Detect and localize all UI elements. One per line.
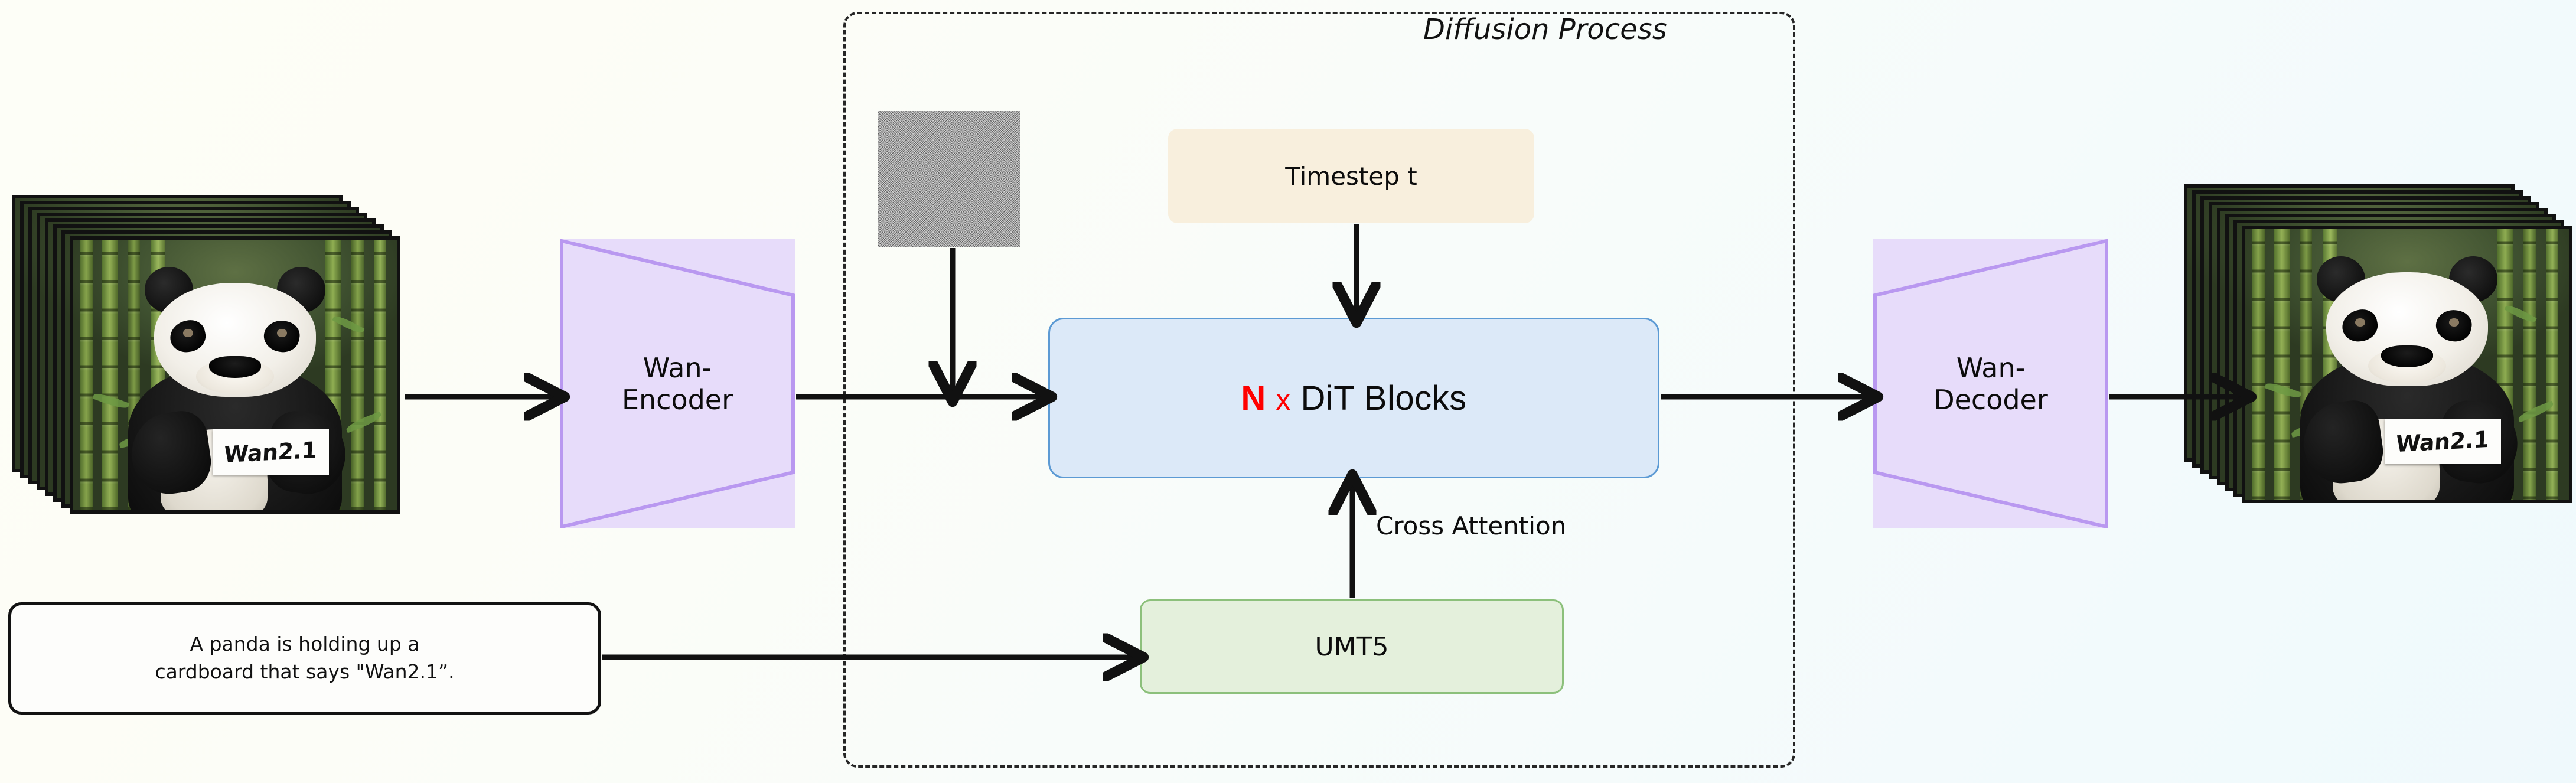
wan-encoder-node[interactable]: Wan- Encoder <box>560 239 795 528</box>
input-video-frames: Wan2.1 <box>12 195 402 526</box>
panda-photo: Wan2.1 <box>73 240 397 510</box>
panda-sign-output: Wan2.1 <box>2384 418 2501 465</box>
dit-blocks-label: N x DiT Blocks <box>1241 379 1466 418</box>
dit-x-symbol: x <box>1276 383 1291 416</box>
diffusion-process-title: Diffusion Process <box>1423 13 1667 46</box>
dit-n-multiplier: N <box>1241 379 1266 417</box>
timestep-label: Timestep t <box>1285 161 1417 191</box>
panda-photo-output: Wan2.1 <box>2245 229 2569 500</box>
gaussian-noise-icon <box>878 111 1020 247</box>
text-prompt-content: A panda is holding up a cardboard that s… <box>155 632 455 683</box>
encoder-label: Wan- Encoder <box>621 351 733 416</box>
encoder-shape <box>560 239 795 528</box>
umt5-text-encoder-node[interactable]: UMT5 <box>1140 599 1564 694</box>
wan-decoder-node[interactable]: Wan- Decoder <box>1873 239 2108 528</box>
output-video-frames: Wan2.1 <box>2184 184 2574 527</box>
decoder-label: Wan- Decoder <box>1933 351 2048 416</box>
panda-sign-output-text: Wan2.1 <box>2395 426 2490 457</box>
cross-attention-label: Cross Attention <box>1376 511 1567 540</box>
umt5-label: UMT5 <box>1315 631 1389 662</box>
panda-sign: Wan2.1 <box>212 429 329 475</box>
dit-blocks-node[interactable]: N x DiT Blocks <box>1048 318 1659 478</box>
dit-blocks-text: DiT Blocks <box>1300 379 1467 417</box>
text-prompt-box[interactable]: A panda is holding up a cardboard that s… <box>8 602 601 715</box>
timestep-node[interactable]: Timestep t <box>1168 129 1534 223</box>
panda-sign-text: Wan2.1 <box>223 436 318 468</box>
